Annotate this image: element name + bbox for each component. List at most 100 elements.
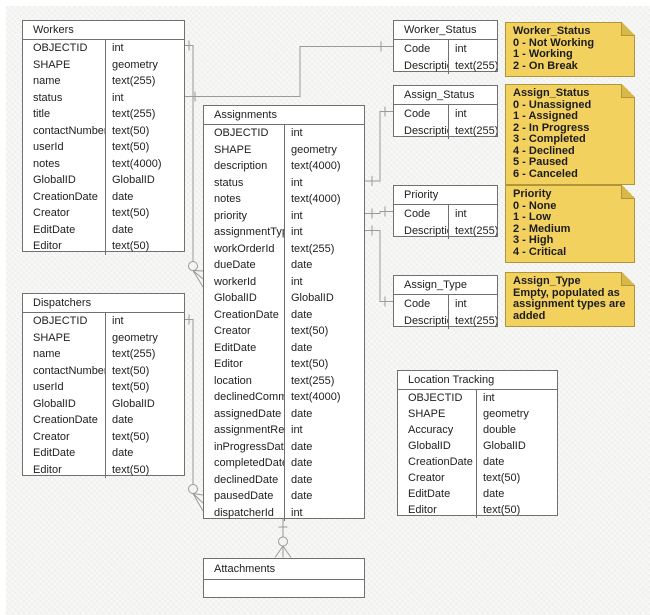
field-name: notes [214,193,241,206]
field-type: date [476,454,557,470]
table-row: pausedDate date [204,488,364,505]
field-type: text(255) [448,222,497,239]
table-row: SHAPE geometry [204,141,364,158]
table-row: dispatcherId int [204,504,364,521]
field-name: Editor [214,358,243,371]
field-name: location [214,374,252,387]
table-attachments-fields [204,580,364,597]
table-row: EditDate date [398,486,557,502]
field-name: EditDate [33,447,76,460]
field-name: OBJECTID [33,42,88,55]
table-row: EditDate date [23,221,184,238]
note-line: 0 - Not Working [513,36,595,49]
table-row: OBJECTID int [398,390,557,406]
table-assign-status-fields: Code int Description text(255) [394,105,497,139]
field-name: Code [404,107,431,120]
field-type: int [448,105,497,122]
connector-dispatchers-assignments [185,319,194,485]
field-name: name [33,75,61,88]
table-row: CreationDate date [23,412,184,429]
zero-circle [278,536,288,547]
table-row: status int [23,89,184,106]
table-workers-title: Workers [23,21,184,40]
field-type: date [284,438,364,455]
table-row: Accuracy double [398,422,557,438]
table-row: GlobalID GlobalID [23,172,184,189]
field-type: int [105,89,184,106]
field-name: pausedDate [214,490,274,503]
table-row: Description text(255) [394,57,497,74]
field-type: GlobalID [284,290,364,307]
field-type: text(4000) [284,191,364,208]
field-name: Editor [33,463,62,476]
field-name: declinedDate [214,473,279,486]
field-name: SHAPE [408,408,446,420]
field-name: CreationDate [408,456,473,468]
connector-assignments-status [365,111,393,182]
field-type: date [105,412,184,429]
table-row: Creator text(50) [204,323,364,340]
table-attachments: Attachments [203,558,365,598]
table-location-tracking-fields: OBJECTID int SHAPE geometry Accuracy dou… [398,390,557,518]
field-type: int [105,313,184,330]
table-assign-status-title: Assign_Status [394,86,497,105]
field-type: int [284,422,364,439]
field-name: OBJECTID [33,315,88,328]
connector-workers-status [185,46,393,97]
field-type: text(50) [105,122,184,139]
field-type: date [105,188,184,205]
table-attachments-title: Attachments [204,559,364,580]
zero-circle [188,261,198,271]
field-type: text(4000) [284,158,364,175]
field-type: int [284,174,364,191]
field-type: text(255) [105,73,184,90]
table-row: inProgressDate date [204,438,364,455]
table-row: workOrderId text(255) [204,240,364,257]
field-name: status [33,91,63,104]
field-name: inProgressDate [214,440,284,453]
field-type: int [284,125,364,142]
field-name: Editor [408,504,437,516]
field-name: GlobalID [33,397,76,410]
note-line: 3 - Completed [513,133,586,145]
table-priority-fields: Code int Description text(255) [394,205,497,239]
field-type: GlobalID [105,172,184,189]
table-row: Creator text(50) [398,470,557,486]
note-line: 2 - Medium [513,222,571,235]
field-type: date [105,445,184,462]
table-row: Creator text(50) [23,428,184,445]
field-type: text(255) [448,57,497,74]
field-name: Description [404,124,448,137]
table-row: completedDate date [204,455,364,472]
table-assignments-title: Assignments [204,106,364,125]
table-row: contactNumber text(50) [23,122,184,139]
field-name: CreationDate [33,414,98,427]
table-row: assignedDate date [204,405,364,422]
canvas-left-margin [0,0,6,615]
table-row: contactNumber text(50) [23,362,184,379]
field-name: contactNumber [33,124,105,137]
table-row: userId text(50) [23,379,184,396]
note-line: 1 - Assigned [513,110,578,122]
field-type: geometry [476,406,557,422]
note-line: 2 - On Break [513,59,578,72]
table-row: GlobalID GlobalID [398,438,557,454]
field-type: text(50) [476,470,557,486]
field-name: contactNumber [33,364,105,377]
table-row: SHAPE geometry [23,56,184,73]
table-worker-status-fields: Code int Description text(255) [394,40,497,74]
table-assign-type: Assign_Type Code int Description text(25… [393,275,498,329]
table-row: SHAPE geometry [398,406,557,422]
table-assignments: Assignments OBJECTID int SHAPE geometry … [203,105,365,521]
connector-workers-assignments [185,45,194,262]
field-name: assignedDate [214,407,282,420]
field-type: int [284,224,364,241]
table-row: Editor text(50) [23,461,184,478]
table-row: Editor text(50) [23,238,184,255]
field-type: int [448,295,497,312]
note-title: Assign_Status [513,87,590,99]
